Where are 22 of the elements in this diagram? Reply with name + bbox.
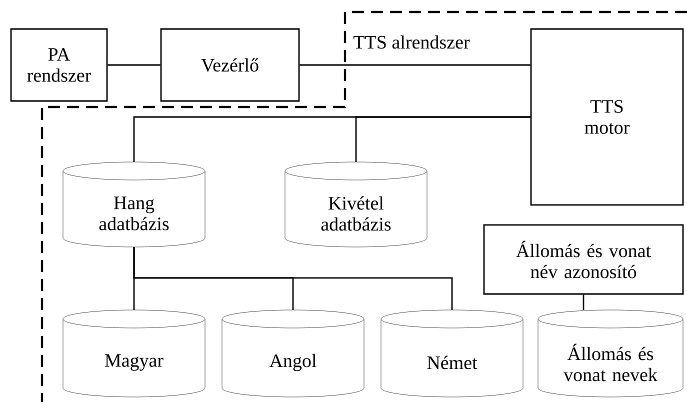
database-cylinder: Állomás és vonat nevek — [538, 310, 684, 398]
node-label: Kivétel adatbázis — [321, 196, 391, 231]
process-box: Állomás és vonat név azonosító — [483, 224, 684, 295]
connector-line — [300, 64, 530, 66]
node-label: Állomás és vonat nevek — [564, 344, 658, 382]
connector-line — [133, 247, 453, 310]
connector-line — [108, 64, 160, 66]
connector-line — [355, 116, 531, 162]
database-cylinder: Hang adatbázis — [62, 162, 206, 248]
region-label: TTS alrendszer — [354, 35, 470, 49]
database-cylinder: Német — [380, 310, 524, 398]
process-box: PA rendszer — [10, 28, 108, 102]
node-label: Angol — [269, 354, 316, 372]
connector-line — [582, 294, 584, 310]
process-box: Vezérlő — [160, 28, 300, 102]
database-cylinder: Angol — [222, 310, 364, 398]
node-label: Magyar — [105, 354, 164, 371]
process-box: TTS motor — [530, 28, 684, 206]
database-cylinder: Kivétel adatbázis — [284, 162, 428, 248]
database-cylinder: Magyar — [62, 310, 206, 398]
node-label: Hang adatbázis — [99, 196, 169, 230]
node-label: Német — [427, 356, 478, 370]
